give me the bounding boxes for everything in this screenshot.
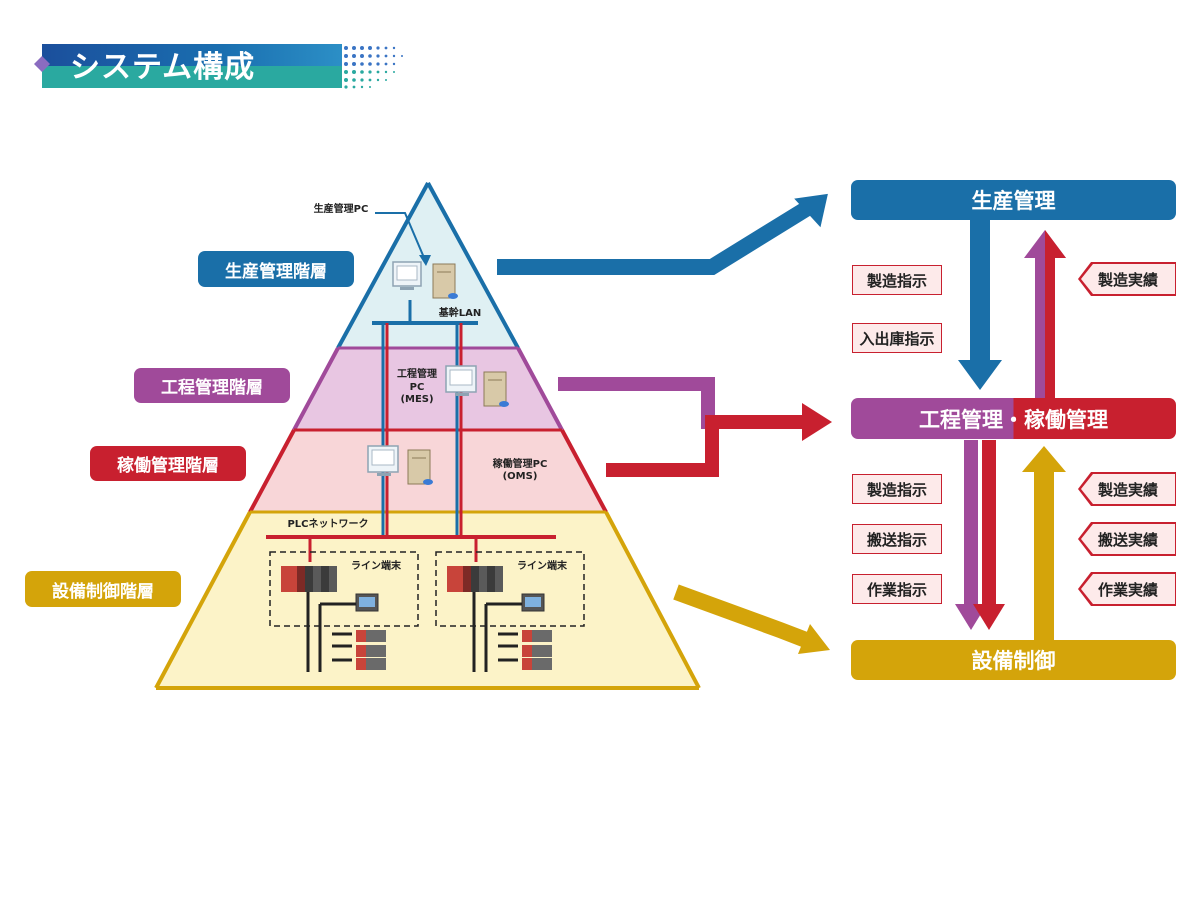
line-terminal-1 (269, 551, 419, 672)
result-mfg-bottom-label: 製造実績 (1081, 474, 1175, 504)
oms-pc-icon (367, 445, 433, 485)
tier-label-process: 工程管理階層 (134, 368, 290, 403)
result-mfg-top: 製造実績 (1078, 262, 1176, 296)
instruction-inout: 入出庫指示 (852, 323, 942, 353)
production-pc-label: 生産管理PC (313, 203, 369, 215)
diamond-icon (34, 56, 50, 72)
result-work: 作業実績 (1078, 572, 1176, 606)
network-lines (266, 212, 556, 562)
pyramid-edges (154, 182, 701, 690)
tier-label-operation: 稼働管理階層 (90, 446, 246, 481)
process-operation-label: 工程管理・稼働管理 (919, 407, 1108, 432)
title-banner (34, 44, 403, 89)
production-box: 生産管理 (851, 180, 1176, 220)
mes-pc-label: 工程管理 PC (MES) (397, 369, 437, 406)
tier-equipment-fill (156, 512, 699, 688)
plc-network-label: PLCネットワーク (287, 518, 369, 530)
instruction-mfg-bottom: 製造指示 (852, 474, 942, 504)
tier-label-equipment: 設備制御階層 (25, 571, 181, 607)
result-transport-label: 搬送実績 (1081, 524, 1175, 554)
tier-label-production: 生産管理階層 (198, 251, 354, 287)
instruction-work: 作業指示 (852, 574, 942, 604)
line-terminal-1-label: ライン端末 (351, 560, 401, 572)
tier-arrows (497, 193, 832, 654)
production-pc-icon (392, 261, 458, 299)
mes-pc-icon (445, 365, 509, 407)
process-operation-box: 工程管理・稼働管理 (851, 398, 1176, 439)
result-transport: 搬送実績 (1078, 522, 1176, 556)
line-terminal-2-label: ライン端末 (517, 560, 567, 572)
backbone-lan-label: 基幹LAN (438, 307, 482, 319)
result-mfg-top-label: 製造実績 (1081, 264, 1175, 294)
instruction-mfg-top: 製造指示 (852, 265, 942, 295)
flow-arrows (955, 218, 1066, 640)
result-work-label: 作業実績 (1081, 574, 1175, 604)
result-mfg-bottom: 製造実績 (1078, 472, 1176, 506)
instruction-transport: 搬送指示 (852, 524, 942, 554)
oms-pc-label: 稼働管理PC (OMS) (492, 458, 548, 483)
page-title: システム構成 (70, 50, 256, 85)
line-terminal-2 (435, 551, 585, 672)
equipment-box: 設備制御 (851, 640, 1176, 680)
